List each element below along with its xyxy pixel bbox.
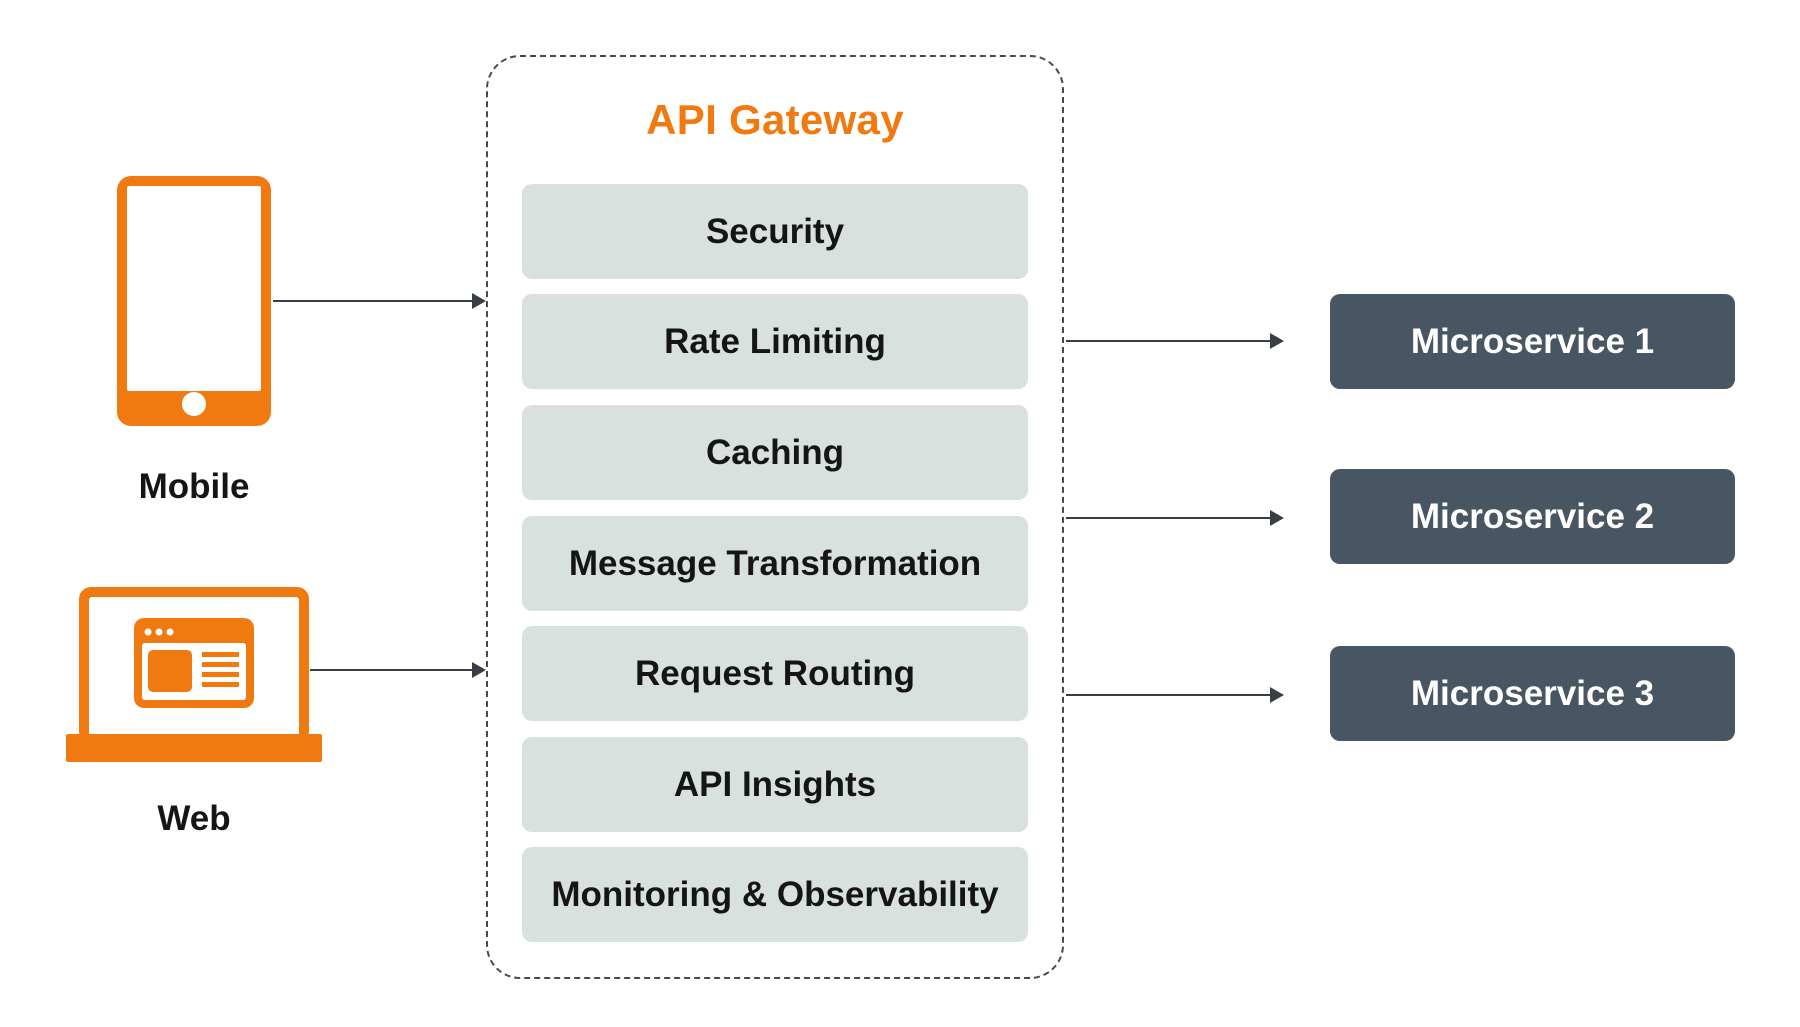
mobile-phone-icon [117,176,271,426]
feature-caching: Caching [522,405,1028,500]
microservice-1: Microservice 1 [1330,294,1735,389]
feature-rate-limiting: Rate Limiting [522,294,1028,389]
feature-message-transformation: Message Transformation [522,516,1028,611]
feature-monitoring-observability: Monitoring & Observability [522,847,1028,942]
microservice-2: Microservice 2 [1330,469,1735,564]
laptop-browser-icon [66,587,322,762]
mobile-label: Mobile [138,467,250,506]
web-label: Web [157,799,231,838]
feature-security: Security [522,184,1028,279]
microservice-3: Microservice 3 [1330,646,1735,741]
feature-api-insights: API Insights [522,737,1028,832]
gateway-title: API Gateway [646,96,904,143]
feature-request-routing: Request Routing [522,626,1028,721]
api-gateway-container [486,55,1064,979]
